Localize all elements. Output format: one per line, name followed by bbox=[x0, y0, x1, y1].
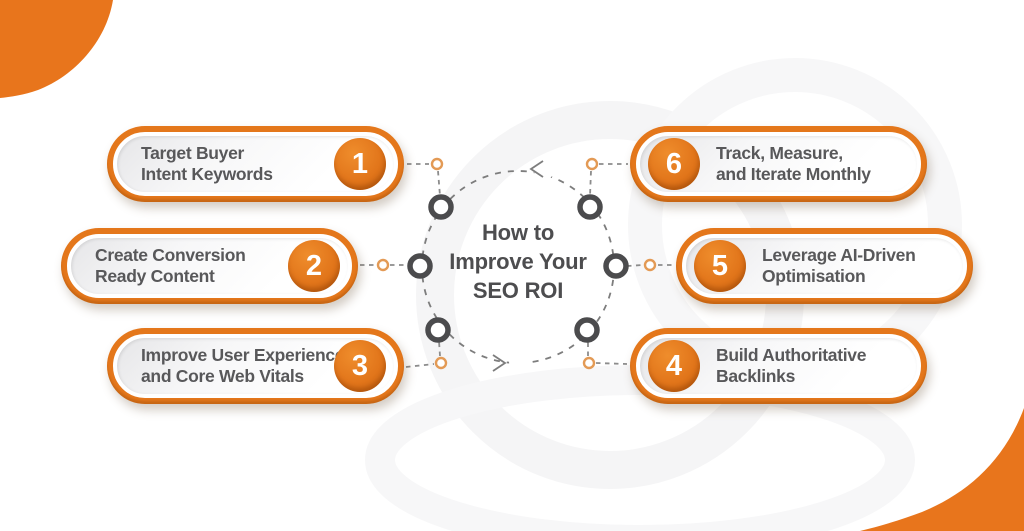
cycle-nodes bbox=[407, 194, 629, 343]
step-label: Create Conversion Ready Content bbox=[95, 245, 246, 286]
connector-dot bbox=[582, 356, 596, 370]
step-pill-4: 4 Build Authoritative Backlinks bbox=[630, 328, 927, 404]
step-number-badge: 1 bbox=[334, 138, 386, 190]
step-number-badge: 4 bbox=[648, 340, 700, 392]
step-pill-2: Create Conversion Ready Content 2 bbox=[61, 228, 358, 304]
step-pill-body: Improve User Experience and Core Web Vit… bbox=[113, 334, 398, 398]
title-line-2: Improve Your bbox=[449, 249, 587, 274]
cycle-node bbox=[603, 253, 629, 279]
cycle-node bbox=[428, 194, 454, 220]
step-pill-6: 6 Track, Measure, and Iterate Monthly bbox=[630, 126, 927, 202]
step-pill-body: 5 Leverage AI-Driven Optimisation bbox=[682, 234, 967, 298]
connector-dot bbox=[434, 356, 448, 370]
step-label: Leverage AI-Driven Optimisation bbox=[762, 245, 916, 286]
dashed-connectors bbox=[360, 163, 675, 368]
step-pill-5: 5 Leverage AI-Driven Optimisation bbox=[676, 228, 973, 304]
step-number-badge: 2 bbox=[288, 240, 340, 292]
cycle-node bbox=[407, 253, 433, 279]
connector-dot bbox=[430, 157, 444, 171]
step-label: Track, Measure, and Iterate Monthly bbox=[716, 143, 871, 184]
connector-dot bbox=[376, 258, 390, 272]
step-pill-1: Target Buyer Intent Keywords 1 bbox=[107, 126, 404, 202]
diagram-title: How to Improve Your SEO ROI bbox=[398, 218, 638, 305]
cycle-arrow-top-icon bbox=[529, 160, 544, 178]
cycle-node bbox=[425, 317, 451, 343]
step-label: Target Buyer Intent Keywords bbox=[141, 143, 273, 184]
step-pill-3: Improve User Experience and Core Web Vit… bbox=[107, 328, 404, 404]
connector-dot bbox=[643, 258, 657, 272]
cycle-node bbox=[577, 194, 603, 220]
step-pill-body: Create Conversion Ready Content 2 bbox=[67, 234, 352, 298]
corner-swoosh-bottom-right bbox=[860, 408, 1024, 531]
step-pill-body: 6 Track, Measure, and Iterate Monthly bbox=[636, 132, 921, 196]
cycle-node bbox=[574, 317, 600, 343]
step-number-badge: 5 bbox=[694, 240, 746, 292]
connector-dot bbox=[585, 157, 599, 171]
step-pill-body: 4 Build Authoritative Backlinks bbox=[636, 334, 921, 398]
corner-blob-top-left bbox=[0, 0, 113, 98]
step-label: Build Authoritative Backlinks bbox=[716, 345, 867, 386]
step-number-badge: 6 bbox=[648, 138, 700, 190]
title-line-3: SEO ROI bbox=[472, 278, 564, 303]
cycle-arrow-bottom-icon bbox=[492, 354, 507, 372]
title-line-1: How to bbox=[481, 220, 555, 245]
step-number-badge: 3 bbox=[334, 340, 386, 392]
connector-dots bbox=[376, 157, 657, 370]
step-label: Improve User Experience and Core Web Vit… bbox=[141, 345, 345, 386]
step-pill-body: Target Buyer Intent Keywords 1 bbox=[113, 132, 398, 196]
